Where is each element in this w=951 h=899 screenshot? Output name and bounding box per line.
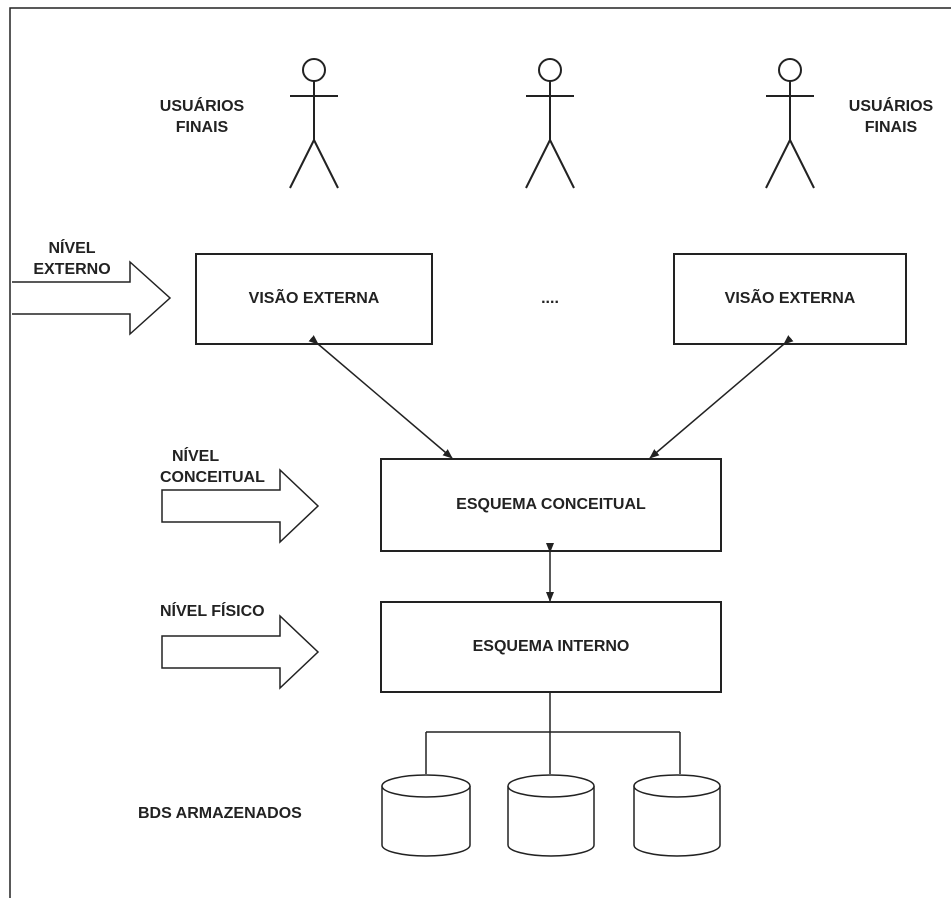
physical-level-label: NÍVEL FÍSICO [160, 603, 265, 620]
conceptual-level-label-line1: NÍVEL [172, 448, 220, 465]
end-users-label-left-line1: USUÁRIOS [159, 98, 245, 115]
external-level-label: NÍVEL EXTERNO [12, 238, 132, 280]
internal-schema-label: ESQUEMA INTERNO [472, 638, 630, 655]
conceptual-schema-label: ESQUEMA CONCEITUAL [456, 496, 646, 513]
end-users-label-left: USUÁRIOS FINAIS [142, 96, 262, 138]
ellipsis-label: .... [541, 290, 559, 307]
external-view-label-right: VISÃO EXTERNA [724, 290, 856, 307]
conceptual-level-label-line2: CONCEITUAL [160, 469, 265, 486]
conceptual-schema-box [380, 458, 722, 552]
database-cylinder-icon [507, 774, 595, 857]
mapping-arrow-right [649, 335, 794, 459]
stick-figure-icon [525, 58, 575, 189]
database-cylinder-icon [633, 774, 721, 857]
end-users-label-right-line2: FINAIS [864, 119, 918, 136]
stick-figure-icon [765, 58, 815, 189]
external-level-label-line1: NÍVEL [48, 240, 96, 257]
external-level-label-line2: EXTERNO [33, 261, 111, 278]
end-users-label-left-line2: FINAIS [175, 119, 229, 136]
level-arrow-external [12, 260, 172, 336]
end-users-label-right-line1: USUÁRIOS [848, 98, 934, 115]
storage-connector-tree [425, 692, 681, 774]
external-view-box-left [195, 253, 433, 345]
mapping-arrow-left [308, 335, 453, 459]
conceptual-level-label: NÍVEL CONCEITUAL [160, 446, 290, 488]
stick-figure-icon [289, 58, 339, 189]
database-cylinder-icon [381, 774, 471, 857]
level-arrow-conceptual [161, 468, 320, 544]
level-arrow-physical [161, 614, 320, 690]
external-view-label-left: VISÃO EXTERNA [248, 290, 380, 307]
internal-schema-box [380, 601, 722, 693]
diagram-frame [9, 7, 951, 898]
end-users-label-right: USUÁRIOS FINAIS [836, 96, 946, 138]
stored-databases-label: BDS ARMAZENADOS [138, 805, 302, 822]
